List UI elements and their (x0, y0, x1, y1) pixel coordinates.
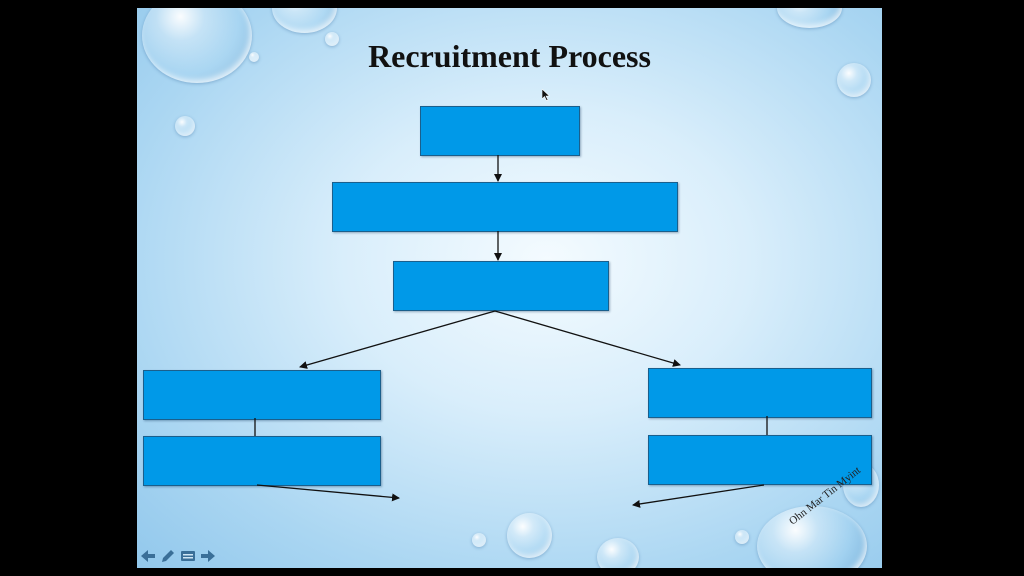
water-drop-decoration (777, 8, 842, 28)
water-drop-decoration (142, 8, 252, 83)
flowchart-box-2 (332, 182, 678, 232)
mouse-cursor-icon (541, 88, 551, 106)
water-drop-decoration (735, 530, 749, 544)
pen-icon[interactable] (159, 548, 176, 564)
water-drop-decoration (472, 533, 486, 547)
water-drop-decoration (757, 506, 867, 568)
arrow-right-icon[interactable] (199, 548, 216, 564)
flowchart-connectors (254, 155, 768, 508)
water-drop-decoration (249, 52, 259, 62)
flowchart-box-1 (420, 106, 580, 156)
menu-icon[interactable] (179, 548, 196, 564)
flowchart-box-right-1 (648, 368, 872, 418)
flowchart-box-right-2 (648, 435, 872, 485)
arrow-left-icon[interactable] (139, 548, 156, 564)
water-drop-decoration (507, 513, 552, 558)
water-drop-decoration (597, 538, 639, 568)
connector-arrow (632, 484, 765, 508)
water-drop-decoration (325, 32, 339, 46)
connector-arrow (299, 310, 496, 369)
slide-title: Recruitment Process (368, 38, 651, 74)
connector-arrow (494, 310, 681, 367)
water-drop-decoration (175, 116, 195, 136)
flowchart-box-3 (393, 261, 609, 311)
flowchart-box-left-1 (143, 370, 381, 420)
presentation-slide: Recruitment Process Ohn Mar Tin Myint (137, 8, 882, 568)
slide-nav-controls (139, 548, 216, 564)
connector-arrow (256, 484, 400, 502)
water-drop-decoration (837, 63, 871, 97)
